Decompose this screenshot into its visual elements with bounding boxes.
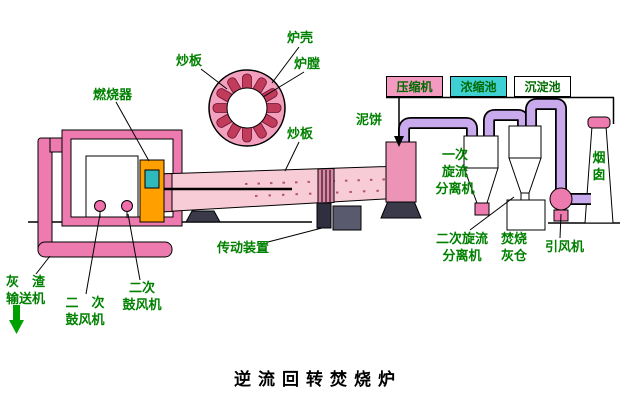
- pipe-kiln-to-cyclone1: [399, 118, 477, 150]
- kiln-cross-section: [208, 69, 286, 147]
- kiln-girth-gear: [317, 167, 335, 204]
- blower-fan-right: [121, 200, 133, 218]
- stir-plate-kiln-label: 炒板: [287, 127, 314, 142]
- pipe-cyclone2-to-fan: [526, 99, 566, 192]
- mud-cake-label: 泥饼: [356, 113, 383, 128]
- furnace-shell-label: 炉壳: [287, 31, 314, 46]
- ash-bin: [506, 199, 546, 231]
- rotary-kiln: [157, 165, 403, 213]
- compressor-box: 压缩机: [386, 76, 443, 97]
- transmission-label: 传动装置: [217, 241, 270, 256]
- blower-left-label: 二 次 鼓风机: [65, 296, 105, 329]
- burner-assembly: [139, 159, 165, 223]
- transmission-unit: [316, 202, 362, 231]
- furnace-chamber-label: 炉膛: [294, 57, 321, 72]
- chimney: [584, 116, 614, 224]
- pipe-cyclone1-to-cyclone2: [484, 110, 528, 140]
- ash-bin-label: 焚烧 灰仓: [500, 232, 527, 265]
- mud-cake-arrow-icon: [394, 98, 404, 147]
- burner-label: 燃烧器: [93, 88, 133, 103]
- concentration-pool-box: 浓缩池: [450, 76, 507, 97]
- blower-right-label: 二次 鼓风机: [122, 281, 162, 314]
- primary-cyclone-label: 一次 旋流 分离机: [435, 148, 475, 198]
- diagram-title: 逆流回转焚烧炉: [234, 370, 402, 390]
- kiln-support-left: [185, 210, 221, 223]
- flue-gas-pipes: [398, 98, 567, 192]
- sedimentation-pool-box: 沉淀池: [514, 76, 571, 97]
- secondary-cyclone-label: 二次旋流 分离机: [435, 232, 488, 265]
- ash-conveyor-label: 灰 渣 输送机: [6, 275, 46, 308]
- leader-lines: [35, 46, 562, 295]
- secondary-cyclone-separator: [508, 125, 542, 202]
- chimney-label: 烟 囱: [592, 151, 606, 184]
- kiln-support-right: [380, 200, 422, 219]
- ash-discharge-arrow-icon: [9, 305, 24, 334]
- primary-cyclone-separator: [463, 135, 499, 216]
- pool-manifold-line: [386, 96, 615, 124]
- ash-conveyor-duct: [37, 137, 173, 258]
- kiln-feed-head: [385, 141, 417, 203]
- stir-plate-section-label: 炒板: [176, 54, 203, 69]
- induced-fan-label: 引风机: [545, 240, 585, 255]
